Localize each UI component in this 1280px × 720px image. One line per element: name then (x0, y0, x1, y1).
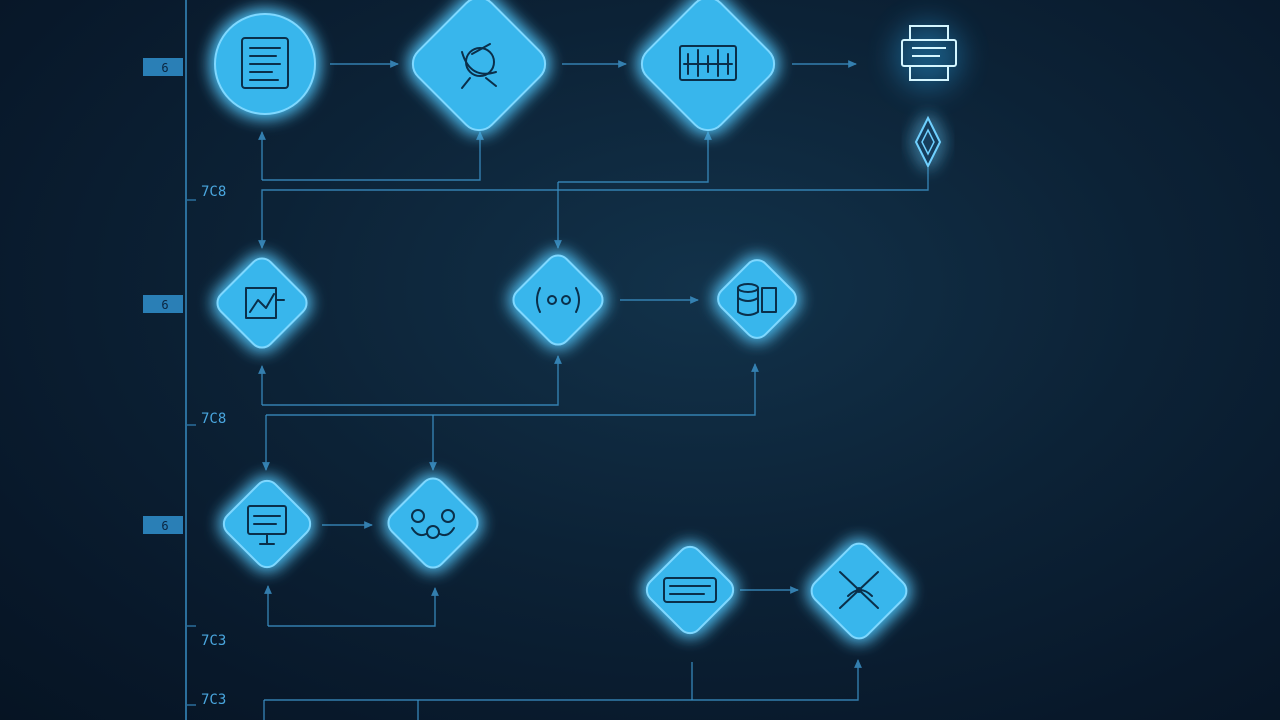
small-diamond-icon (921, 128, 935, 156)
axis-label-2: 7C8 (201, 411, 226, 427)
circuit-board-icon (679, 45, 737, 81)
signal-wave-icon (536, 287, 580, 313)
chart-board-icon (245, 287, 285, 319)
lane-badge-1: 6 (143, 58, 183, 76)
node-small-diamond[interactable] (914, 115, 942, 169)
crossed-tools-icon (839, 571, 879, 609)
node-signal[interactable] (509, 251, 608, 350)
lane-badge-3: 6 (143, 516, 183, 534)
database-icon (737, 283, 777, 316)
node-keyboard[interactable] (642, 542, 738, 638)
printer-icon (901, 25, 957, 81)
satellite-dish-icon (461, 43, 497, 89)
axis-label-1: 7C8 (201, 184, 226, 200)
connectors (258, 60, 929, 720)
node-printer[interactable] (894, 22, 962, 90)
lane-badge-3-text: 6 (161, 519, 168, 533)
lane-badge-1-text: 6 (161, 61, 168, 75)
lane-badge-2-text: 6 (161, 298, 168, 312)
axis-label-4: 7C3 (201, 692, 226, 708)
presentation-board-icon (247, 505, 287, 545)
axis-label-3: 7C3 (201, 633, 226, 649)
network-cluster-icon (411, 509, 455, 539)
lane-badge-2: 6 (143, 295, 183, 313)
axis-labels: 7C8 7C8 7C3 7C3 (201, 184, 226, 708)
node-network[interactable] (384, 474, 483, 573)
document-icon (241, 37, 289, 89)
node-satellite[interactable] (405, 0, 552, 138)
timeline-axis (185, 0, 196, 720)
keyboard-panel-icon (663, 577, 717, 603)
